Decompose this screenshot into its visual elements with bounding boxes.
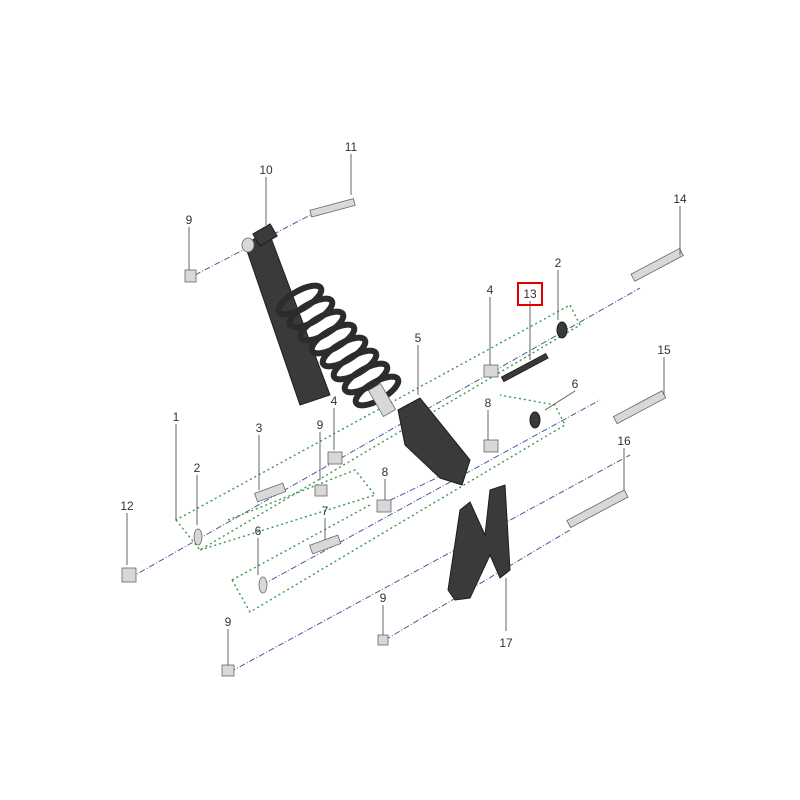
callout-number: 6 (572, 377, 579, 391)
small-parts (121, 198, 684, 677)
callout-number: 11 (345, 140, 358, 154)
callout-16: 16 (617, 434, 631, 490)
callout-9: 9 (317, 418, 324, 480)
callout-number: 4 (487, 283, 494, 297)
callout-number: 16 (617, 434, 631, 448)
callout-9: 9 (225, 615, 232, 665)
callout-1: 1 (173, 410, 180, 520)
callout-number: 9 (317, 418, 324, 432)
callout-3: 3 (256, 421, 263, 490)
callout-6: 6 (544, 377, 579, 411)
callout-2: 2 (555, 256, 562, 320)
callout-9: 9 (186, 213, 193, 270)
callout-number: 6 (255, 524, 262, 538)
callout-number: 2 (555, 256, 562, 270)
callout-17: 17 (499, 578, 513, 650)
callout-13: 13 (517, 282, 543, 360)
callout-number: 9 (380, 591, 387, 605)
callout-number: 15 (657, 343, 671, 357)
callout-4: 4 (331, 394, 338, 450)
callout-number: 8 (485, 396, 492, 410)
callout-11: 11 (345, 140, 358, 195)
callout-7: 7 (322, 504, 329, 540)
callout-12: 12 (120, 499, 134, 565)
callout-15: 15 (657, 343, 671, 395)
linkage-17 (447, 484, 511, 601)
callout-number: 13 (523, 287, 537, 301)
callout-number: 9 (186, 213, 193, 227)
callout-number: 8 (382, 465, 389, 479)
callout-number: 5 (415, 331, 422, 345)
callout-number: 3 (256, 421, 263, 435)
callout-number: 12 (120, 499, 134, 513)
callout-5: 5 (415, 331, 422, 395)
rocker-link-5 (397, 397, 471, 486)
callout-14: 14 (673, 192, 687, 255)
callout-number: 1 (173, 410, 180, 424)
part-groups (174, 304, 581, 613)
leader-line (544, 390, 576, 411)
callout-9: 9 (380, 591, 387, 635)
callout-number: 7 (322, 504, 329, 518)
callout-8: 8 (485, 396, 492, 440)
callout-number: 10 (259, 163, 273, 177)
shock-absorber (241, 223, 402, 418)
highlight-box (517, 282, 543, 306)
callout-number: 9 (225, 615, 232, 629)
callout-number: 4 (331, 394, 338, 408)
callout-number: 14 (673, 192, 687, 206)
callout-number: 2 (194, 461, 201, 475)
callout-4: 4 (487, 283, 494, 365)
callout-6: 6 (255, 524, 262, 575)
callout-10: 10 (259, 163, 273, 225)
callout-8: 8 (382, 465, 389, 500)
callout-2: 2 (194, 461, 201, 525)
callout-number: 17 (499, 636, 513, 650)
